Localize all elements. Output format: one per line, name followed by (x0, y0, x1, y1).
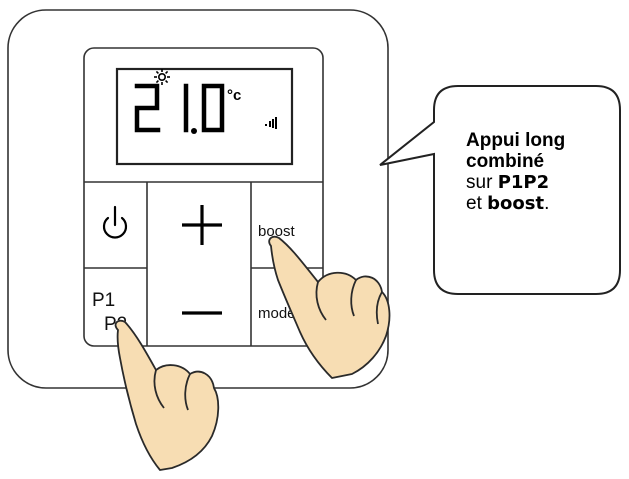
right-hand-illustration (268, 235, 391, 379)
plus-icon (182, 205, 222, 245)
signal-icon (265, 117, 277, 129)
callout-text: Appui long combiné sur P1P2 et boost. (466, 130, 616, 214)
left-hand-illustration (114, 319, 220, 471)
power-icon (102, 205, 128, 239)
callout-bubble (379, 85, 621, 295)
unit-label: °c (227, 87, 241, 104)
callout-p1p2: P1P2 (497, 172, 550, 193)
boost-button[interactable]: boost (252, 183, 322, 267)
power-button[interactable] (85, 183, 146, 267)
decimal-point (191, 128, 197, 134)
callout-period: . (544, 193, 550, 214)
plus-button[interactable] (148, 183, 250, 264)
temperature-readout (134, 83, 225, 133)
mode-label: mode (258, 305, 296, 322)
mode-button[interactable]: mode (252, 269, 322, 345)
callout-line-2: combiné (466, 151, 545, 172)
callout-line-3: sur P1P2 (466, 172, 616, 193)
callout-et: et (466, 193, 488, 214)
minus-button[interactable] (148, 266, 250, 345)
callout-line-1: Appui long (466, 130, 566, 151)
sun-icon (154, 69, 170, 85)
p1-label: P1 (92, 290, 115, 311)
callout-sur: sur (466, 172, 498, 193)
callout-boost: boost (487, 193, 545, 214)
digit-2 (134, 83, 161, 133)
callout-line-4: et boost. (466, 193, 616, 214)
boost-label: boost (258, 223, 296, 240)
digit-0 (201, 83, 225, 133)
p1p2-button[interactable]: P1 P2 (85, 269, 146, 345)
